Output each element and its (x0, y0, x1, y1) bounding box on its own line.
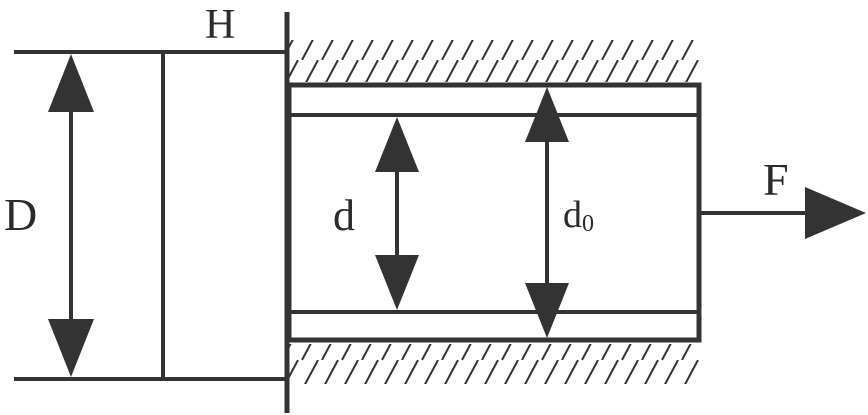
label-d0: d0 (563, 194, 594, 237)
dimension-arrow-D (48, 54, 94, 377)
label-D: D (4, 189, 37, 240)
force-arrow (699, 187, 866, 239)
bottom-wall-hatching (289, 344, 699, 384)
dimension-arrow-d0 (525, 87, 569, 338)
top-wall-hatching (289, 40, 699, 82)
die-outline (14, 50, 287, 381)
label-H: H (205, 2, 235, 48)
label-F: F (763, 154, 789, 205)
tube-body (286, 82, 702, 343)
label-d: d (333, 191, 355, 240)
dimension-arrow-d (375, 117, 419, 310)
